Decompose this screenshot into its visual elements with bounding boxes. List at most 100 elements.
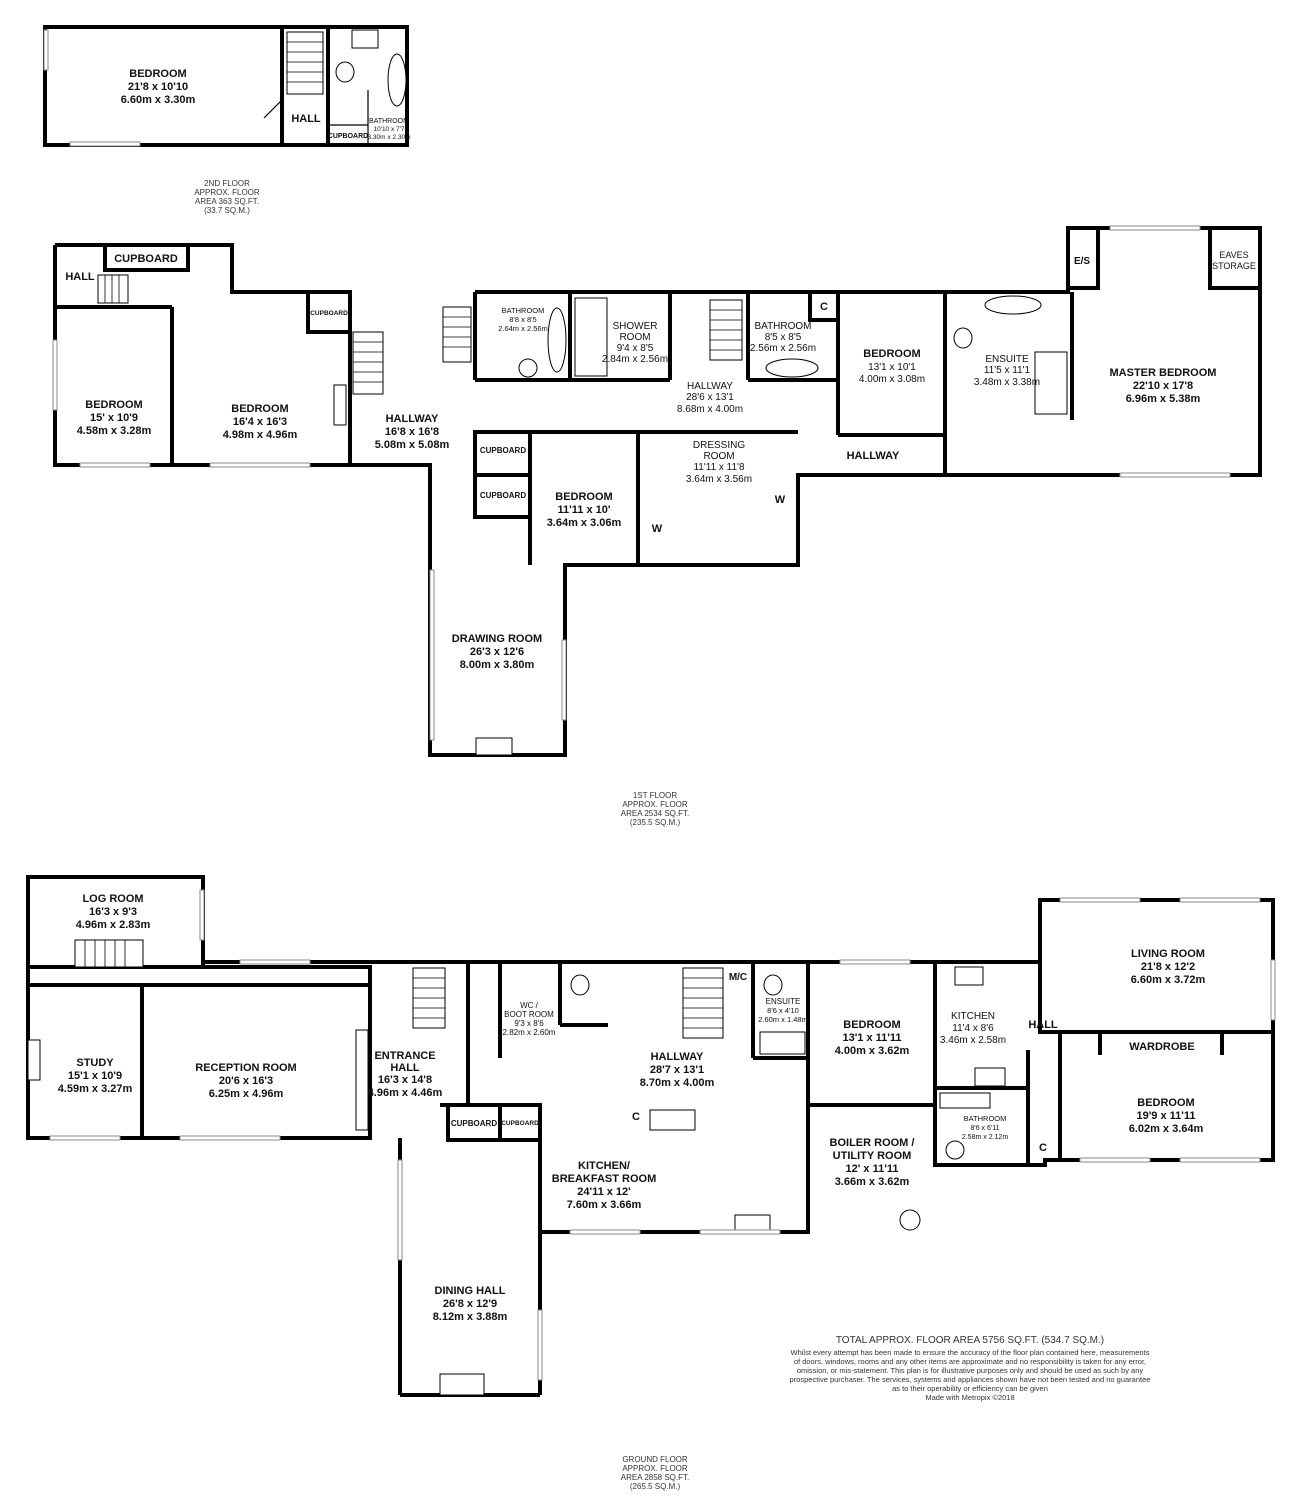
room-name-2: ROOM bbox=[703, 451, 734, 462]
room-name: BEDROOM bbox=[85, 399, 142, 411]
room-metric: 2.56m x 2.56m bbox=[750, 343, 816, 354]
room-imperial: 11'5 x 11'1 bbox=[984, 365, 1031, 376]
room-name-2: BREAKFAST ROOM bbox=[552, 1173, 657, 1185]
room-name: BATHROOM bbox=[502, 306, 545, 315]
room-metric: 4.96m x 4.46m bbox=[368, 1087, 443, 1099]
room-name: BEDROOM bbox=[129, 68, 186, 80]
room-name: BEDROOM bbox=[843, 1019, 900, 1031]
room-imperial: 11'11 x 10' bbox=[558, 504, 611, 516]
room-name: BEDROOM bbox=[231, 403, 288, 415]
room-name: BATHROOM bbox=[964, 1114, 1007, 1123]
ground-floor-labels: LOG ROOM 16'3 x 9'3 4.96m x 2.83m STUDY … bbox=[58, 893, 1206, 1491]
room-name: BATHROOM bbox=[369, 118, 409, 125]
room-name: RECEPTION ROOM bbox=[195, 1062, 296, 1074]
room-name: CUPBOARD bbox=[114, 253, 178, 265]
room-metric: 3.30m x 2.30m bbox=[368, 134, 411, 141]
room-imperial: 26'3 x 12'6 bbox=[470, 646, 524, 658]
room-imperial: 9'3 x 8'6 bbox=[514, 1019, 544, 1028]
room-metric: 4.00m x 3.08m bbox=[859, 374, 925, 385]
room-metric: 4.59m x 3.27m bbox=[58, 1083, 133, 1095]
room-name: E/S bbox=[1074, 256, 1090, 267]
room-metric: 4.98m x 4.96m bbox=[223, 429, 298, 441]
room-imperial: 15' x 10'9 bbox=[90, 412, 138, 424]
room-name: CUPBOARD bbox=[451, 1119, 497, 1128]
room-imperial: 8'8 x 8'5 bbox=[509, 315, 536, 324]
room-imperial: 13'1 x 11'11 bbox=[842, 1032, 901, 1044]
room-name: W bbox=[652, 523, 663, 535]
room-imperial: 15'1 x 10'9 bbox=[68, 1070, 122, 1082]
room-name: BOILER ROOM / bbox=[830, 1137, 915, 1149]
room-name: BATHROOM bbox=[754, 321, 811, 332]
room-metric: 3.46m x 2.58m bbox=[940, 1035, 1006, 1046]
room-name: KITCHEN/ bbox=[578, 1160, 630, 1172]
room-name: LIVING ROOM bbox=[1131, 948, 1205, 960]
room-name: HALLWAY bbox=[847, 450, 900, 462]
room-metric: 8.70m x 4.00m bbox=[640, 1077, 715, 1089]
first-floor-plan bbox=[52, 225, 1262, 757]
room-metric: 4.58m x 3.28m bbox=[77, 425, 152, 437]
room-imperial: 24'11 x 12' bbox=[577, 1186, 631, 1198]
room-name: ENSUITE bbox=[985, 354, 1029, 365]
room-name: DINING HALL bbox=[435, 1285, 506, 1297]
room-metric: 4.00m x 3.62m bbox=[835, 1045, 910, 1057]
area-line: APPROX. FLOOR bbox=[194, 188, 260, 197]
ground-floor-plan bbox=[26, 875, 1276, 1397]
room-metric: 2.82m x 2.60m bbox=[503, 1028, 556, 1037]
room-metric: 3.64m x 3.06m bbox=[547, 517, 622, 529]
room-name-2: UTILITY ROOM bbox=[833, 1150, 912, 1162]
room-name: W bbox=[775, 494, 786, 506]
room-name: ENSUITE bbox=[766, 997, 801, 1006]
room-name: HALLWAY bbox=[386, 413, 439, 425]
room-name: SHOWER bbox=[613, 321, 658, 332]
room-name: CUPBOARD bbox=[480, 491, 526, 500]
room-metric: 2.60m x 1.48m bbox=[758, 1015, 808, 1024]
room-name: STUDY bbox=[76, 1057, 114, 1069]
room-metric: 8.68m x 4.00m bbox=[677, 404, 743, 415]
room-imperial: 21'8 x 10'10 bbox=[128, 81, 188, 93]
second-floor-labels: BEDROOM 21'8 x 10'10 6.60m x 3.30m HALL … bbox=[121, 68, 411, 215]
room-imperial: 26'8 x 12'9 bbox=[443, 1298, 497, 1310]
room-name: WARDROBE bbox=[1129, 1041, 1194, 1053]
room-metric: 2.58m x 2.12m bbox=[962, 1134, 1008, 1141]
room-name: HALLWAY bbox=[687, 381, 733, 392]
room-imperial: 11'11 x 11'8 bbox=[693, 462, 745, 473]
room-name: ENTRANCE bbox=[374, 1050, 435, 1062]
room-imperial: 16'8 x 16'8 bbox=[385, 426, 439, 438]
room-metric: 8.12m x 3.88m bbox=[433, 1311, 508, 1323]
room-name: LOG ROOM bbox=[82, 893, 143, 905]
area-line: 1ST FLOOR bbox=[633, 791, 678, 800]
room-name: HALL bbox=[65, 271, 95, 283]
room-imperial: 8'5 x 8'5 bbox=[765, 332, 802, 343]
area-line: AREA 2858 SQ.FT. bbox=[621, 1473, 689, 1482]
area-line: GROUND FLOOR bbox=[622, 1455, 688, 1464]
room-imperial: 28'7 x 13'1 bbox=[650, 1064, 704, 1076]
room-imperial: 11'4 x 8'6 bbox=[952, 1023, 994, 1034]
room-name: CUPBOARD bbox=[501, 1120, 539, 1127]
room-metric: 3.66m x 3.62m bbox=[835, 1176, 910, 1188]
room-name: MASTER BEDROOM bbox=[1110, 367, 1217, 379]
area-line: APPROX. FLOOR bbox=[622, 1464, 688, 1473]
room-name: CUPBOARD bbox=[328, 133, 368, 140]
room-metric: 6.60m x 3.30m bbox=[121, 94, 196, 106]
room-imperial: 9'4 x 8'5 bbox=[617, 343, 654, 354]
room-metric: 5.08m x 5.08m bbox=[375, 439, 450, 451]
room-name: C bbox=[1039, 1142, 1047, 1154]
room-name: HALLWAY bbox=[651, 1051, 704, 1063]
total-area-title: TOTAL APPROX. FLOOR AREA 5756 SQ.FT. (53… bbox=[836, 1335, 1104, 1346]
area-line: AREA 2534 SQ.FT. bbox=[621, 809, 689, 818]
area-line: 2ND FLOOR bbox=[204, 179, 250, 188]
disclaimer-line: as to their operability or efficiency ca… bbox=[892, 1384, 1048, 1393]
area-line: AREA 363 SQ.FT. bbox=[195, 197, 259, 206]
room-name: DRAWING ROOM bbox=[452, 633, 542, 645]
room-metric: 3.48m x 3.38m bbox=[974, 377, 1040, 388]
room-name: M/C bbox=[729, 972, 747, 983]
room-name: EAVES bbox=[1219, 250, 1248, 260]
room-name: HALL bbox=[1028, 1019, 1058, 1031]
room-imperial: 20'6 x 16'3 bbox=[219, 1075, 273, 1087]
total-area-block: TOTAL APPROX. FLOOR AREA 5756 SQ.FT. (53… bbox=[790, 1335, 1151, 1402]
room-imperial: 28'6 x 13'1 bbox=[686, 392, 734, 403]
room-name: C bbox=[632, 1111, 640, 1123]
room-imperial: 8'6 x 6'11 bbox=[970, 1125, 999, 1132]
room-name: HALL bbox=[291, 113, 321, 125]
disclaimer-line: Whilst every attempt has been made to en… bbox=[791, 1348, 1150, 1357]
